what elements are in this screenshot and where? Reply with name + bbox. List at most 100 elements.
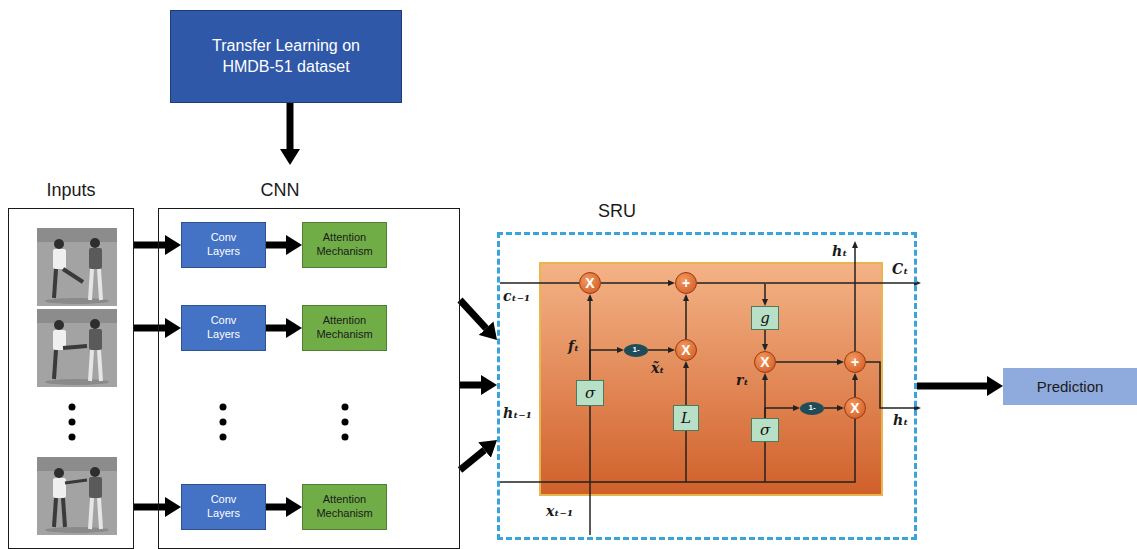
path-shape (685, 431, 687, 482)
node-label: Transfer Learning on HMDB-51 dataset (194, 36, 378, 78)
flow-arrow (460, 382, 481, 389)
use-shape (37, 228, 117, 306)
conv-box: Conv Layers (181, 222, 266, 268)
complement-op: 1- (800, 402, 824, 415)
signal-line (685, 301, 687, 339)
signal-line (697, 283, 765, 299)
linear-box: L (673, 405, 699, 431)
sigmoid-box: σ (576, 380, 604, 406)
multiply-op: X (579, 272, 601, 294)
path-shape (589, 406, 591, 535)
math-label: hₜ₋₁ (503, 405, 532, 422)
math-label: Cₜ (892, 261, 908, 278)
node-label: X (585, 276, 594, 290)
group-frame (8, 208, 134, 549)
signal-line (601, 282, 668, 284)
node-label: Prediction (1037, 378, 1104, 395)
video-frame (37, 228, 117, 306)
flow-arrow (460, 450, 485, 470)
signal-line (685, 368, 687, 405)
line-shape (63, 269, 83, 282)
attention-box: Attention Mechanism (302, 222, 387, 268)
line-shape (63, 346, 87, 348)
circle-shape (342, 434, 349, 441)
path-shape (866, 362, 914, 408)
math-label: x̃ₜ (651, 360, 665, 377)
multiply-op: X (844, 397, 866, 419)
sru-group: X + g 1- X X + σ 1- X Lσ SRU (497, 195, 917, 540)
node-label: Conv Layers (199, 493, 249, 521)
node-label: X (681, 343, 690, 357)
node-label: σ (585, 386, 595, 401)
multiply-op: X (754, 351, 776, 373)
node-label: Conv Layers (199, 314, 249, 342)
group-frame (497, 232, 917, 540)
node-label: σ (760, 423, 770, 438)
signal-line (854, 380, 856, 397)
attention-box: Attention Mechanism (302, 305, 387, 351)
attention-box: Attention Mechanism (302, 484, 387, 530)
node-label: X (850, 401, 859, 415)
node-label: 1- (632, 346, 639, 354)
path-shape (764, 442, 766, 482)
path-shape (500, 282, 579, 284)
path-shape (854, 248, 856, 351)
math-label: rₜ (736, 372, 749, 389)
node-label: Attention Mechanism (313, 493, 377, 521)
signal-line (590, 350, 617, 380)
math-label: hₜ (893, 412, 908, 429)
flow-arrow (917, 383, 987, 390)
flow-arrow (134, 325, 165, 332)
activation-box: g (751, 306, 779, 330)
circle-shape (342, 404, 349, 411)
circle-shape (220, 419, 227, 426)
multiply-op: X (675, 339, 697, 361)
path-shape (766, 282, 914, 284)
math-label: fₜ (568, 338, 579, 355)
video-frame (37, 457, 117, 535)
math-label: xₜ₋₁ (546, 503, 573, 520)
signal-line (765, 408, 793, 418)
flow-arrow (287, 103, 294, 149)
conv-box: Conv Layers (181, 305, 266, 351)
flow-arrow (266, 325, 286, 332)
group-heading: CNN (261, 180, 300, 202)
circle-shape (342, 419, 349, 426)
use-shape (37, 457, 117, 535)
prediction-box: Prediction (1003, 368, 1137, 405)
sru-wires (500, 248, 914, 535)
signal-line (776, 361, 837, 363)
node-label: X (760, 355, 769, 369)
sigmoid-box: σ (751, 418, 779, 442)
flow-arrow (460, 300, 486, 328)
sru-cell (540, 263, 882, 495)
add-op: + (675, 272, 697, 294)
math-label: cₜ₋₁ (503, 288, 530, 305)
signal-line (824, 407, 837, 409)
group-heading: Inputs (46, 180, 95, 202)
node-label: 1- (808, 404, 815, 412)
line-shape (63, 498, 65, 527)
add-op: + (844, 351, 866, 373)
math-label: hₜ (832, 243, 847, 260)
conv-box: Conv Layers (181, 484, 266, 530)
signal-line (648, 349, 668, 351)
flow-arrow (134, 242, 165, 249)
node-label: Conv Layers (199, 231, 249, 259)
process-box: Transfer Learning on HMDB-51 dataset (170, 10, 402, 103)
circle-shape (69, 404, 76, 411)
signal-line (764, 330, 766, 344)
group-heading: SRU (598, 201, 636, 223)
cnn-group: Conv LayersAttention MechanismConv Layer… (158, 165, 460, 549)
input-group: Inputs (8, 170, 134, 549)
circle-shape (220, 434, 227, 441)
ellipsis-dots (69, 404, 349, 441)
use-shape (37, 309, 117, 387)
line-shape (65, 480, 87, 483)
node-label: + (851, 355, 859, 369)
flow-arrow (266, 504, 286, 511)
flow-arrow (266, 242, 286, 249)
complement-op: 1- (624, 344, 648, 357)
node-label: + (682, 276, 690, 290)
circle-shape (69, 419, 76, 426)
